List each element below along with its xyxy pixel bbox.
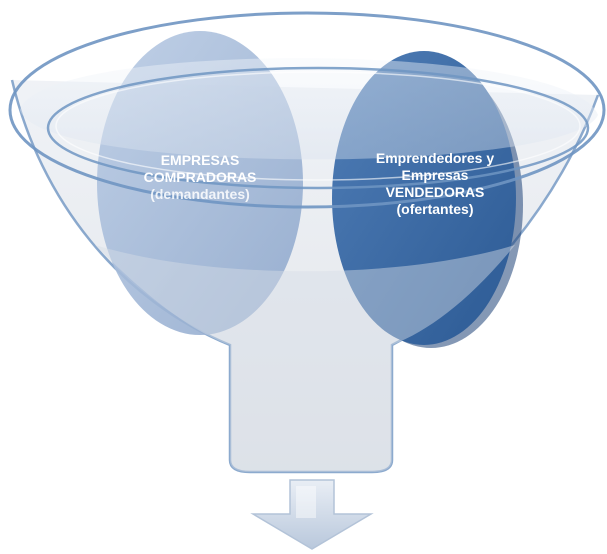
- sellers-label-line4: (ofertantes): [396, 201, 474, 217]
- sellers-label-line2: Empresas: [401, 167, 469, 183]
- sellers-label: Emprendedores y Empresas VENDEDORAS (ofe…: [345, 150, 525, 218]
- funnel-rim-band: [20, 58, 598, 160]
- sellers-label-line3: VENDEDORAS: [385, 184, 485, 200]
- buyers-label-line2: COMPRADORAS: [143, 169, 257, 185]
- funnel-rim-highlight: [55, 71, 581, 181]
- funnel-rim-outer: [8, 11, 606, 209]
- buyers-label: EMPRESAS COMPRADORAS (demandantes): [115, 152, 285, 203]
- down-arrow-highlight: [296, 486, 316, 518]
- buyers-label-line1: EMPRESAS: [160, 152, 240, 168]
- funnel-rim-inner: [46, 66, 590, 190]
- sellers-label-line1: Emprendedores y: [375, 150, 495, 166]
- buyers-label-line3: (demandantes): [150, 186, 250, 202]
- funnel-front-overlay: [95, 245, 515, 472]
- down-arrow-icon: [250, 479, 374, 550]
